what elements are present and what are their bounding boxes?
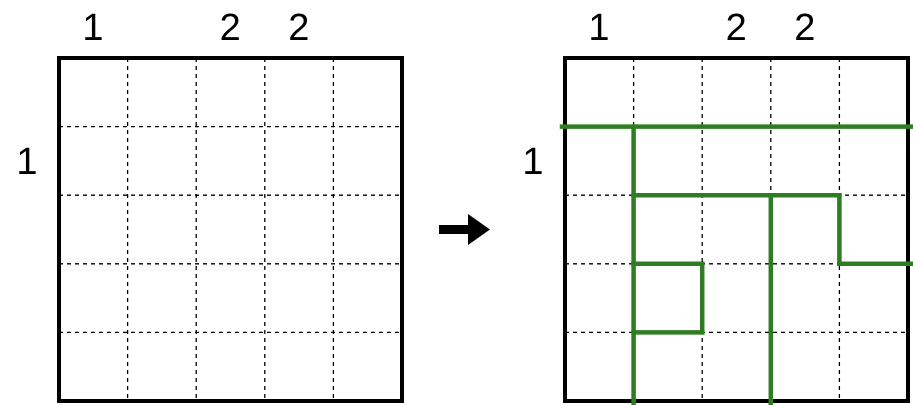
right-arrow-icon	[439, 214, 490, 245]
column-clue: 1	[588, 7, 609, 49]
unsolved-column-clues: 1 2 2	[82, 7, 309, 49]
solved-grid	[563, 56, 910, 403]
solved-row-clues: 1	[522, 141, 543, 183]
column-clue: 1	[82, 7, 103, 49]
grid-border	[57, 56, 404, 403]
solution-lines	[559, 124, 913, 405]
grid-border	[563, 56, 910, 403]
unsolved-puzzle: 1 2 2 1	[16, 7, 404, 403]
column-clue: 2	[220, 7, 241, 49]
column-clue: 2	[288, 7, 309, 49]
solved-column-clues: 1 2 2	[588, 7, 815, 49]
column-clue: 2	[726, 7, 747, 49]
row-clue: 1	[16, 141, 37, 183]
row-clue: 1	[522, 141, 543, 183]
unsolved-grid	[57, 56, 404, 403]
solved-puzzle: 1 2 2 1	[522, 7, 913, 405]
column-clue: 2	[794, 7, 815, 49]
unsolved-row-clues: 1	[16, 141, 37, 183]
